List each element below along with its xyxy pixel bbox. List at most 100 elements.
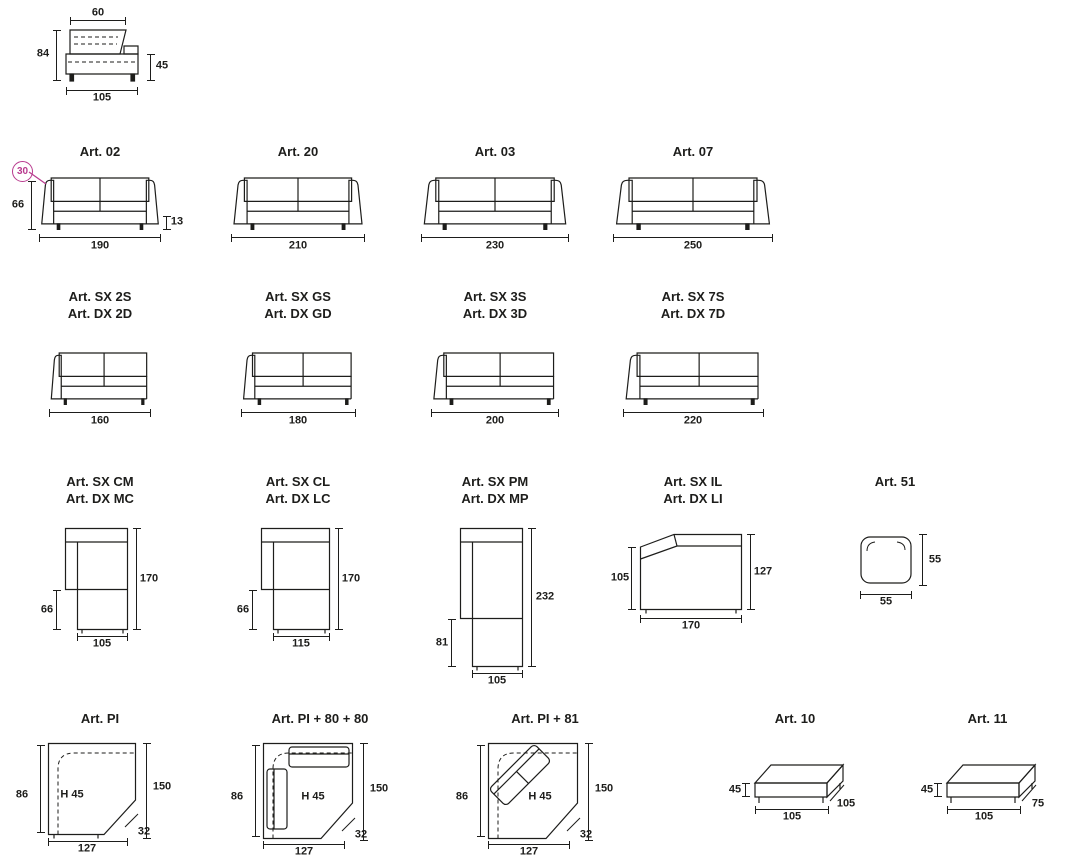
dim-label: 105 [836, 797, 856, 810]
dim-line [39, 234, 161, 242]
figure-title: Art. DX MC [66, 491, 134, 506]
dim-label: 105 [782, 810, 802, 823]
dim-label: 81 [435, 636, 449, 649]
dim-label: 127 [519, 845, 539, 855]
dim-line [448, 619, 456, 667]
dim-label: 105 [92, 637, 112, 650]
chaise-top-drawing [260, 527, 331, 634]
sofa-front-drawing [233, 177, 363, 230]
pouf-top-drawing [860, 536, 912, 584]
dim-label: 200 [485, 414, 505, 427]
dim-label: 105 [92, 91, 112, 104]
sofa-side-view-drawing [65, 29, 139, 82]
figure-title: Art. SX 3S [463, 289, 527, 304]
figure-art-20: Art. 20 210 [208, 140, 388, 258]
dim-line [66, 87, 138, 95]
figure-title: Art. 03 [474, 144, 516, 159]
dim-label: 55 [879, 595, 893, 608]
figure-title: Art. DX MP [461, 491, 529, 506]
figure-art-sx7s: Art. SX 7S Art. DX 7D 220 [603, 287, 783, 437]
dim-label: 55 [928, 553, 942, 566]
dim-label: 180 [288, 414, 308, 427]
corner-top-drawing [487, 742, 579, 840]
dim-line [37, 745, 45, 833]
dim-line [77, 633, 128, 641]
dim-line [70, 17, 126, 25]
dim-label: 84 [36, 47, 50, 60]
dim-label: 66 [40, 603, 54, 616]
dim-line [249, 590, 257, 630]
dim-label: 115 [292, 637, 310, 650]
figure-title: Art. 11 [967, 711, 1008, 726]
dim-line [860, 591, 912, 599]
dim-label: 66 [236, 603, 250, 616]
sofa-front-drawing [41, 177, 159, 230]
sofa-one-arm-drawing [50, 352, 148, 405]
figure-art-02: Art. 02 190 [10, 140, 190, 258]
sofa-one-arm-drawing [433, 352, 555, 405]
dim-line-diagonal [1021, 784, 1037, 802]
figure-title: Art. PI + 80 + 80 [271, 711, 369, 726]
figure-title: Art. PI [80, 711, 120, 726]
sofa-one-arm-drawing [243, 352, 352, 405]
dim-line [742, 783, 750, 797]
dim-label: 60 [91, 6, 105, 19]
dim-label: 45 [920, 783, 934, 796]
figure-title: Art. DX LC [265, 491, 331, 506]
dim-line [163, 216, 171, 230]
dim-line [335, 528, 343, 630]
dim-label: 150 [369, 782, 389, 795]
sofa-front-drawing [616, 177, 770, 230]
dim-line [231, 234, 365, 242]
dim-label: 127 [294, 845, 314, 855]
figure-title: Art. 02 [79, 144, 121, 159]
dim-line [147, 54, 155, 81]
figure-title: Art. SX CM [66, 474, 134, 489]
dim-line [360, 743, 368, 841]
figure-side-view: 60 84 45 105 [30, 6, 180, 106]
dim-label: 220 [683, 414, 703, 427]
figure-art-sx3s: Art. SX 3S Art. DX 3D 200 [405, 287, 585, 437]
dim-line [48, 838, 128, 846]
dim-label: 13 [170, 215, 184, 228]
dim-line [488, 841, 570, 849]
dim-line [133, 528, 141, 630]
dim-label: 170 [341, 572, 361, 585]
dim-label: 105 [974, 810, 994, 823]
figure-art-10: Art. 10 45 105 105 [705, 705, 885, 855]
pouf-3d-drawing [945, 763, 1037, 803]
figure-art-03: Art. 03 230 [405, 140, 585, 258]
dim-line [263, 841, 345, 849]
corner-top-drawing [47, 742, 137, 839]
dim-label: 45 [728, 783, 742, 796]
figure-art-sxgs: Art. SX GS Art. DX GD 180 [208, 287, 388, 437]
dim-label: 45 [155, 59, 169, 72]
dim-line [273, 633, 330, 641]
dim-label: 86 [15, 788, 29, 801]
dim-line [755, 806, 829, 814]
dim-line [947, 806, 1021, 814]
dim-line [143, 743, 151, 839]
dim-label: 170 [681, 619, 701, 632]
dim-label: 105 [610, 571, 630, 584]
dim-line [53, 590, 61, 630]
dim-label: 232 [535, 590, 555, 603]
callout-leader-line [28, 171, 47, 185]
dim-label: 250 [683, 239, 703, 252]
dim-line [252, 745, 260, 837]
dim-line [585, 743, 593, 841]
dim-label: 170 [139, 572, 159, 585]
dim-label: 150 [152, 780, 172, 793]
dim-label: H 45 [528, 790, 552, 803]
dim-line [49, 409, 151, 417]
figure-title: Art. DX LI [663, 491, 723, 506]
dim-line [431, 409, 559, 417]
dim-label: 105 [487, 674, 507, 687]
dim-label: 32 [354, 828, 368, 841]
dim-line [919, 534, 927, 586]
dim-label: 190 [90, 239, 110, 252]
figure-title: Art. 20 [277, 144, 319, 159]
dim-label: 127 [77, 842, 97, 855]
dim-label: 86 [455, 790, 469, 803]
figure-art-07: Art. 07 250 [603, 140, 783, 258]
